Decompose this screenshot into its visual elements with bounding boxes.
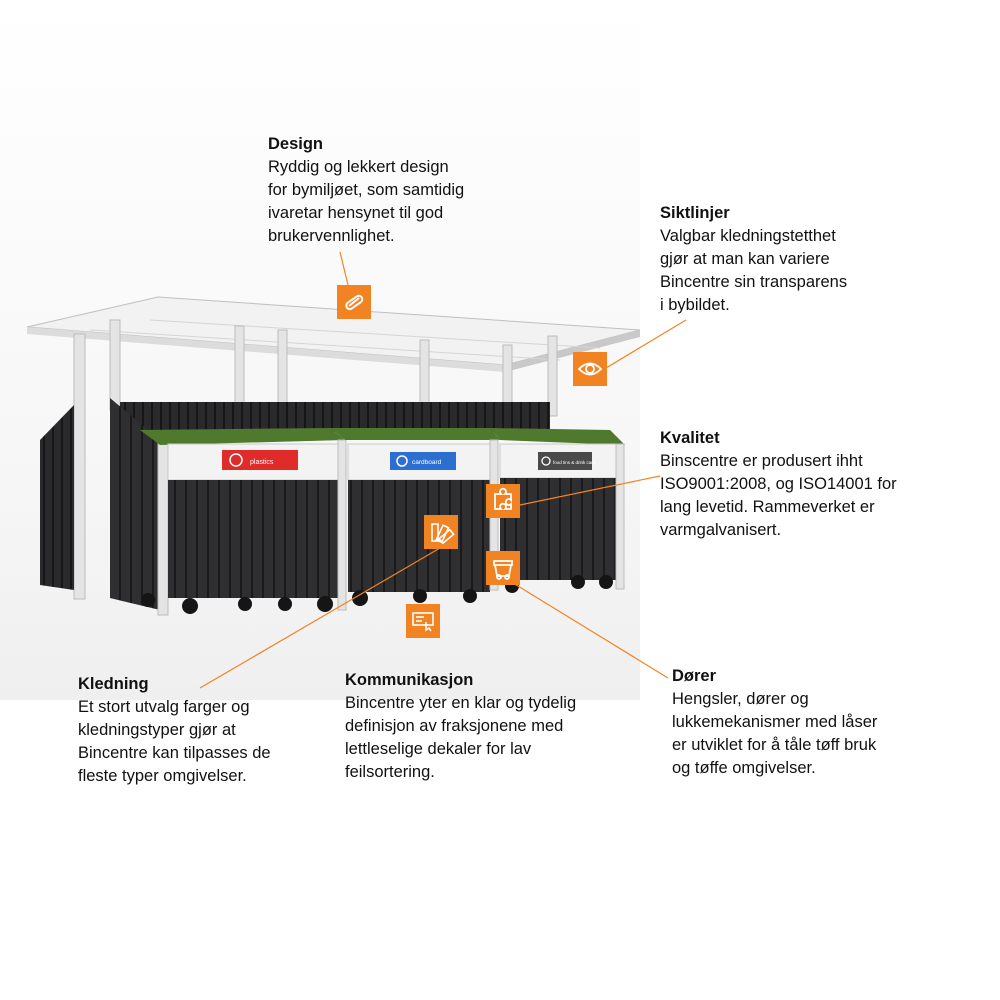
callout-kommunikasjon-title: Kommunikasjon (345, 671, 474, 689)
callout-dorer-title: Dører (672, 667, 717, 685)
paperclip-icon (337, 285, 371, 319)
callout-kvalitet-title: Kvalitet (660, 429, 720, 447)
callout-design-body: Ryddig og lekkert design for bymiljøet, … (268, 158, 465, 245)
left-side-panel (40, 398, 169, 616)
decal-plastics-label: plastics (250, 459, 274, 466)
callout-kommunikasjon-body: Bincentre yter en klar og tydelig defini… (345, 694, 577, 781)
callout-kledning-body: Et stort utvalg farger og kledningstyper… (78, 698, 271, 785)
decal-food-tins-label: food tins & drink cans (553, 460, 597, 465)
leader-lines (199, 251, 687, 689)
eye-icon (573, 352, 607, 386)
leader-siktlinjer (605, 319, 687, 369)
callout-kledning: Kledning Et stort utvalg farger og kledn… (78, 673, 338, 788)
leader-design (339, 251, 349, 286)
bin-unit-3 (490, 428, 625, 590)
callout-design: Design Ryddig og lekkert design for bymi… (268, 133, 528, 248)
decal-plastics: plastics (222, 450, 298, 470)
sign-icon (406, 604, 440, 638)
callout-kvalitet: Kvalitet Binscentre er produsert ihht IS… (660, 427, 960, 542)
leader-kledning (199, 547, 441, 689)
wheels (141, 575, 613, 614)
callout-kvalitet-body: Binscentre er produsert ihht ISO9001:200… (660, 452, 897, 539)
callout-siktlinjer: Siktlinjer Valgbar kledningstetthet gjør… (660, 202, 940, 317)
bin-unit-2 (330, 428, 500, 592)
puzzle-icon (486, 484, 520, 518)
callout-kommunikasjon: Kommunikasjon Bincentre yter en klar og … (345, 669, 635, 784)
callout-siktlinjer-title: Siktlinjer (660, 204, 730, 222)
roof (26, 296, 641, 372)
bin-unit-1 (140, 428, 347, 611)
decal-food-tins: food tins & drink cans (538, 452, 597, 470)
back-wall (120, 402, 550, 432)
callout-dorer: Dører Hengsler, dører og lukkemekanismer… (672, 665, 952, 780)
leader-dorer (499, 574, 669, 679)
decal-cardboard-label: cardboard (412, 459, 442, 466)
callout-design-title: Design (268, 135, 324, 153)
leader-kvalitet (519, 475, 661, 506)
swatch-icon (424, 515, 458, 549)
callout-siktlinjer-body: Valgbar kledningstetthet gjør at man kan… (660, 227, 848, 314)
decal-cardboard: cardboard (390, 452, 456, 470)
callout-kledning-title: Kledning (78, 675, 149, 693)
bin-icon (486, 551, 520, 585)
callout-dorer-body: Hengsler, dører og lukkemekanismer med l… (672, 690, 878, 777)
